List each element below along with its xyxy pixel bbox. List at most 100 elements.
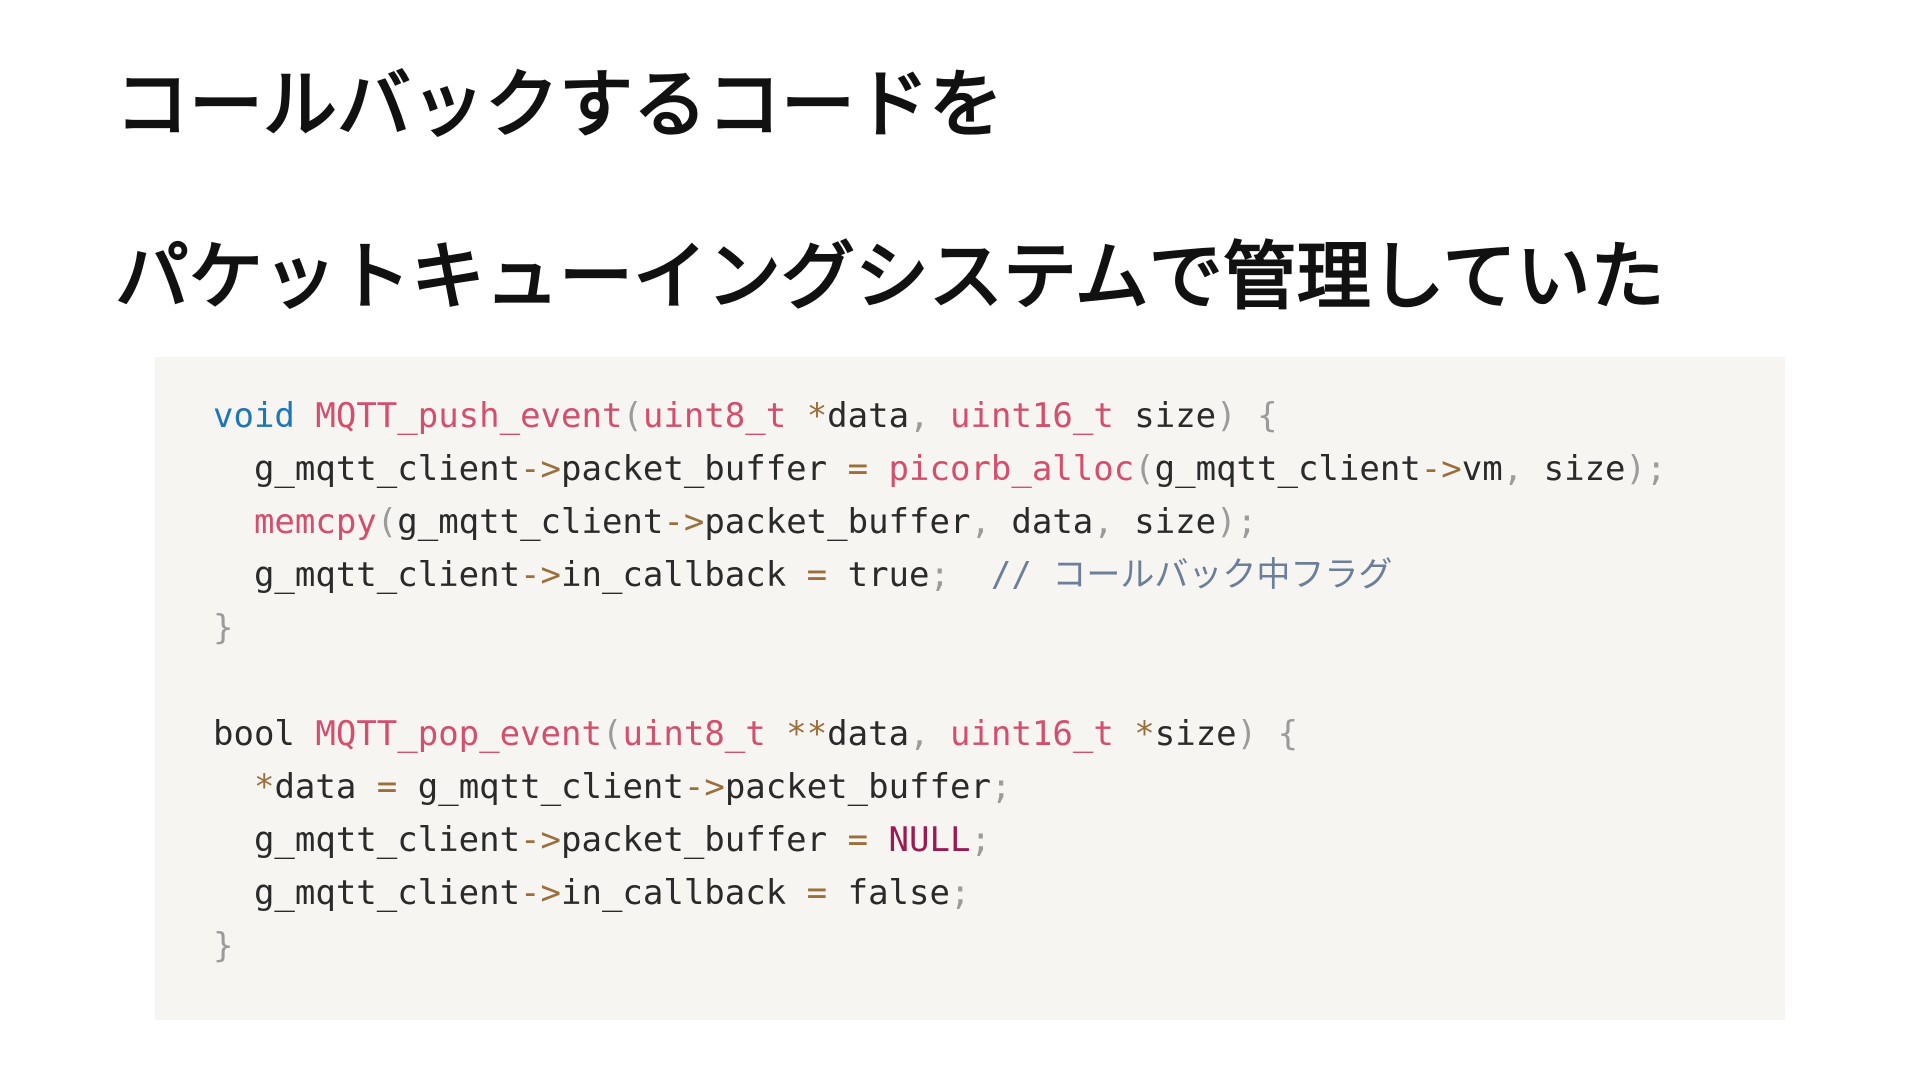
code-token-punctuation: ,: [1093, 502, 1114, 542]
code-token-code-text: g_mqtt_client: [397, 767, 684, 807]
code-token-punctuation: }: [213, 608, 234, 648]
code-token-code-text: [930, 714, 950, 754]
code-token-code-text: [868, 820, 888, 860]
code-token-code-text: g_mqtt_client: [1154, 449, 1421, 489]
code-line: }: [213, 602, 1785, 655]
code-token-function-name: MQTT_push_event: [315, 396, 623, 436]
code-token-code-text: g_mqtt_client: [397, 502, 664, 542]
code-token-code-text: [868, 449, 888, 489]
slide-title-line-1: コールバックするコードを: [115, 62, 1003, 148]
code-token-operator: *: [253, 767, 275, 807]
code-token-operator: ->: [520, 820, 561, 860]
code-token-type-name: uint8_t: [622, 714, 766, 754]
code-token-keyword: void: [213, 396, 295, 436]
code-token-type-name: uint8_t: [642, 396, 787, 436]
code-token-operator: **: [786, 714, 828, 754]
code-token-code-text: [1114, 714, 1134, 754]
code-token-code-text: g_mqtt_client: [213, 820, 521, 860]
code-token-code-text: size: [1154, 714, 1237, 754]
code-line: void MQTT_push_event(uint8_t *data, uint…: [213, 390, 1785, 443]
code-token-punctuation: (: [601, 714, 623, 754]
code-token-code-text: in_callback: [561, 555, 807, 595]
slide-title-line-2: パケットキューイングシステムで管理していた: [115, 234, 1665, 320]
code-token-code-text: size: [1523, 449, 1626, 489]
code-token-punctuation: {: [1277, 714, 1299, 754]
code-token-code-text: [930, 396, 950, 436]
code-token-code-text: packet_buffer: [724, 767, 991, 807]
code-token-code-text: [1257, 714, 1277, 754]
code-token-punctuation: ,: [970, 502, 991, 542]
code-block: void MQTT_push_event(uint8_t *data, uint…: [155, 357, 1785, 1020]
code-token-code-text: [295, 714, 315, 754]
code-token-code-text: packet_buffer: [704, 502, 971, 542]
code-token-operator: *: [1134, 714, 1155, 754]
code-token-code-text: packet_buffer: [561, 820, 848, 860]
code-token-punctuation: ;: [929, 555, 950, 595]
code-token-operator: =: [847, 449, 869, 489]
code-token-punctuation: ;: [990, 767, 1012, 807]
code-token-operator: ->: [520, 555, 561, 595]
code-token-code-text: [1237, 396, 1257, 436]
code-token-operator: =: [806, 555, 828, 595]
code-token-code-text: [213, 502, 254, 542]
code-token-code-text: [213, 767, 254, 807]
code-line: g_mqtt_client->in_callback = false;: [213, 867, 1785, 920]
code-token-code-text: [295, 396, 315, 436]
code-token-type-name: uint16_t: [950, 396, 1114, 436]
code-token-punctuation: ;: [949, 873, 971, 913]
code-token-operator: ->: [520, 449, 561, 489]
code-token-code-comment: // コールバック中フラグ: [949, 555, 1393, 595]
code-token-code-text: bool: [213, 714, 295, 754]
code-token-code-text: size: [1113, 502, 1217, 542]
code-token-punctuation: ,: [1502, 449, 1524, 489]
code-token-operator: =: [376, 767, 398, 807]
code-token-punctuation: (: [376, 502, 398, 542]
code-line: g_mqtt_client->packet_buffer = NULL;: [213, 814, 1785, 867]
code-token-function-name: MQTT_pop_event: [315, 714, 602, 754]
code-line: [213, 655, 1785, 708]
code-token-code-text: g_mqtt_client: [213, 449, 521, 489]
code-token-code-text: data: [827, 714, 910, 754]
code-token-operator: =: [806, 873, 828, 913]
code-line: }: [213, 920, 1785, 973]
code-token-code-text: packet_buffer: [561, 449, 848, 489]
code-token-function-name: picorb_alloc: [888, 449, 1135, 489]
code-token-type-name: uint16_t: [950, 714, 1114, 754]
code-line: bool MQTT_pop_event(uint8_t **data, uint…: [213, 708, 1785, 761]
code-token-punctuation: );: [1216, 502, 1258, 542]
code-line: g_mqtt_client->in_callback = true; // コー…: [213, 549, 1785, 602]
code-token-operator: ->: [520, 873, 561, 913]
code-token-operator: =: [847, 820, 869, 860]
code-token-null-constant: NULL: [888, 820, 971, 860]
code-token-code-text: size: [1113, 396, 1217, 436]
code-token-operator: ->: [1420, 449, 1462, 489]
code-token-code-text: data: [990, 502, 1094, 542]
code-token-punctuation: }: [213, 926, 234, 966]
code-token-code-text: [786, 396, 806, 436]
code-token-code-text: [766, 714, 786, 754]
code-token-code-text: g_mqtt_client: [213, 555, 521, 595]
code-token-punctuation: (: [1134, 449, 1155, 489]
code-token-punctuation: ;: [970, 820, 991, 860]
code-token-code-text: data: [827, 396, 910, 436]
code-token-code-text: true: [827, 555, 930, 595]
code-token-code-text: vm: [1461, 449, 1503, 489]
code-token-operator: *: [806, 396, 828, 436]
code-line: g_mqtt_client->packet_buffer = picorb_al…: [213, 443, 1785, 496]
code-token-punctuation: ): [1236, 714, 1258, 754]
code-token-operator: ->: [663, 502, 705, 542]
code-token-code-text: false: [827, 873, 950, 913]
code-token-code-text: data: [274, 767, 377, 807]
code-token-code-text: g_mqtt_client: [213, 873, 521, 913]
code-token-punctuation: ,: [909, 714, 930, 754]
code-token-function-name: memcpy: [253, 502, 377, 542]
code-token-punctuation: ,: [909, 396, 930, 436]
code-token-operator: ->: [683, 767, 725, 807]
code-line: *data = g_mqtt_client->packet_buffer;: [213, 761, 1785, 814]
code-token-punctuation: );: [1625, 449, 1667, 489]
code-token-punctuation: {: [1257, 396, 1278, 436]
code-line: memcpy(g_mqtt_client->packet_buffer, dat…: [213, 496, 1785, 549]
code-token-punctuation: ): [1216, 396, 1237, 436]
code-token-code-text: in_callback: [561, 873, 807, 913]
